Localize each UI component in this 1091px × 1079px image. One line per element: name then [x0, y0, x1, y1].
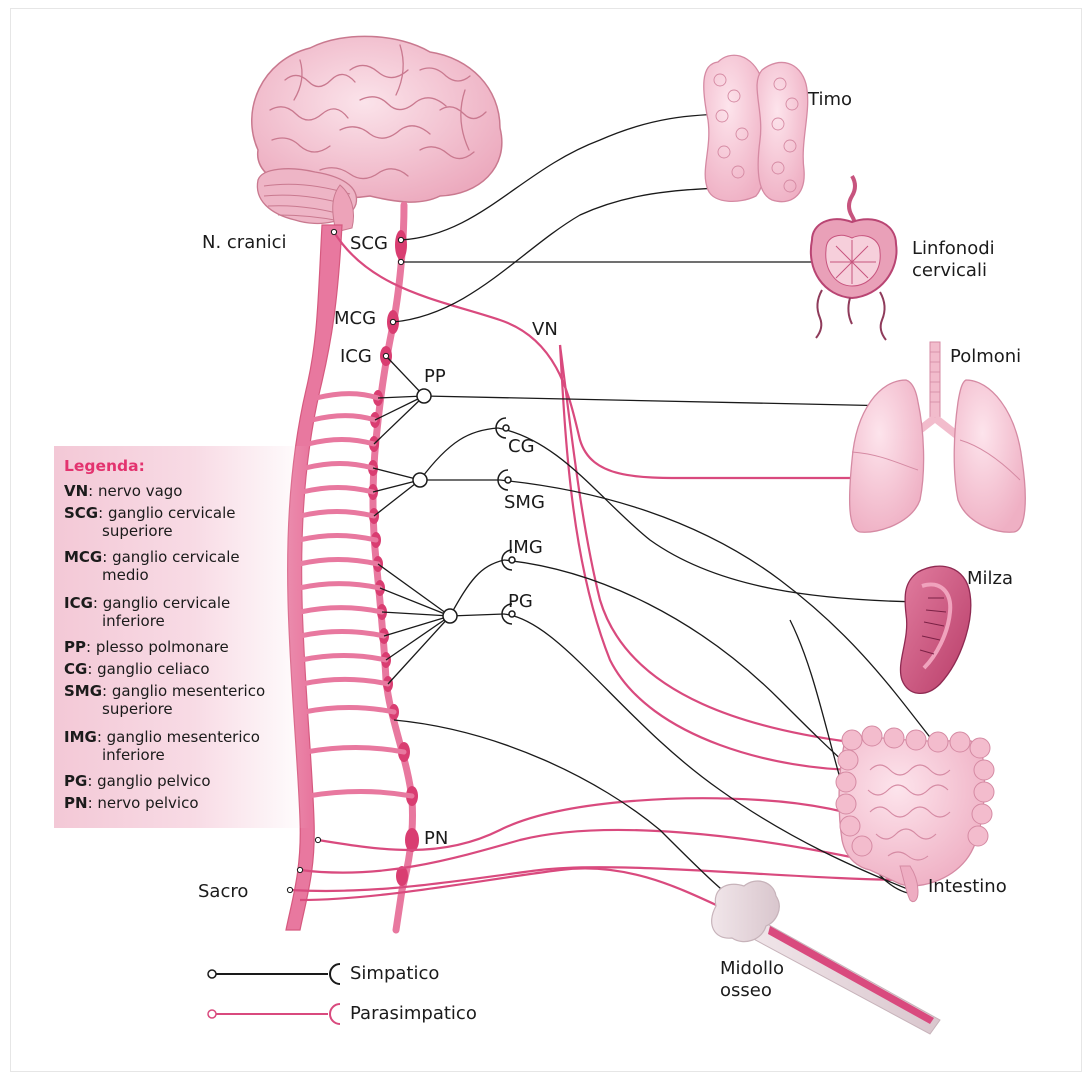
legend-abbr: VN	[64, 482, 88, 500]
label-timo: Timo	[808, 89, 852, 111]
label-midollo-osseo: Midollo osseo	[720, 958, 784, 1001]
label-icg: ICG	[340, 346, 372, 368]
spleen	[900, 566, 970, 693]
legend-text: : plesso polmonare	[86, 638, 229, 656]
legend-abbr: PN	[64, 794, 88, 812]
legend-abbr: CG	[64, 660, 87, 678]
label-img: IMG	[508, 537, 543, 559]
label-smg: SMG	[504, 492, 545, 514]
key-sympathetic-line	[208, 964, 340, 984]
thymus	[704, 55, 808, 201]
parasympathetic-nerves	[290, 232, 915, 920]
ganglia-nodes	[413, 389, 457, 623]
legend-item-mcg: MCG: ganglio cervicale medio	[64, 548, 240, 584]
legend-item-pp: PP: plesso polmonare	[64, 638, 229, 656]
legend-item-img: IMG: ganglio mesenterico inferiore	[64, 728, 260, 764]
legend-abbr: ICG	[64, 594, 93, 612]
label-cg: CG	[508, 436, 535, 458]
legend-text: : ganglio mesenterico	[102, 682, 265, 700]
legend-text: : ganglio cervicale	[98, 504, 235, 522]
legend-abbr: SMG	[64, 682, 102, 700]
legend-text: : ganglio cervicale	[102, 548, 239, 566]
lungs	[850, 342, 1026, 532]
label-mcg: MCG	[334, 308, 376, 330]
label-midollo-line2: osseo	[720, 980, 784, 1002]
legend-title: Legenda:	[64, 457, 145, 475]
legend-text-cont: inferiore	[64, 612, 230, 630]
label-linfonodi: Linfonodi cervicali	[912, 238, 995, 281]
label-pn: PN	[424, 828, 448, 850]
key-parasympathetic-line	[208, 1004, 340, 1024]
legend-text: : ganglio mesenterico	[97, 728, 260, 746]
legend-text: : ganglio pelvico	[87, 772, 210, 790]
legend-text-cont: medio	[64, 566, 240, 584]
label-midollo-line1: Midollo	[720, 958, 784, 980]
label-scg: SCG	[350, 233, 388, 255]
label-n-cranici: N. cranici	[202, 232, 287, 254]
lymph-node	[811, 176, 897, 340]
brain	[252, 36, 502, 232]
legend-text-cont: inferiore	[64, 746, 260, 764]
legend-text: : ganglio cervicale	[93, 594, 230, 612]
legend-abbr: SCG	[64, 504, 98, 522]
label-sacro: Sacro	[198, 881, 248, 903]
legend-item-vn: VN: nervo vago	[64, 482, 183, 500]
label-pg: PG	[508, 591, 533, 613]
label-milza: Milza	[967, 568, 1013, 590]
label-vn: VN	[532, 319, 558, 341]
legend-abbr: MCG	[64, 548, 102, 566]
legend-item-pg: PG: ganglio pelvico	[64, 772, 211, 790]
label-intestino: Intestino	[928, 876, 1007, 898]
pp-node	[417, 389, 431, 403]
label-linfonodi-line2: cervicali	[912, 260, 995, 282]
legend-text: : ganglio celiaco	[87, 660, 209, 678]
legend-abbr: PP	[64, 638, 86, 656]
legend-text: : nervo pelvico	[88, 794, 199, 812]
celiac-node	[413, 473, 427, 487]
legend-text-cont: superiore	[64, 700, 265, 718]
label-pp: PP	[424, 366, 446, 388]
legend-text-cont: superiore	[64, 522, 236, 540]
label-linfonodi-line1: Linfonodi	[912, 238, 995, 260]
legend-item-pn: PN: nervo pelvico	[64, 794, 199, 812]
legend-abbr: PG	[64, 772, 87, 790]
legend-text: : nervo vago	[88, 482, 182, 500]
label-polmoni: Polmoni	[950, 346, 1021, 368]
key-label-sympathetic: Simpatico	[350, 963, 439, 984]
legend-item-smg: SMG: ganglio mesenterico superiore	[64, 682, 265, 718]
pelvic-node	[443, 609, 457, 623]
legend-item-icg: ICG: ganglio cervicale inferiore	[64, 594, 230, 630]
legend-item-scg: SCG: ganglio cervicale superiore	[64, 504, 236, 540]
key-label-parasympathetic: Parasimpatico	[350, 1003, 477, 1024]
legend-abbr: IMG	[64, 728, 97, 746]
legend-item-cg: CG: ganglio celiaco	[64, 660, 210, 678]
